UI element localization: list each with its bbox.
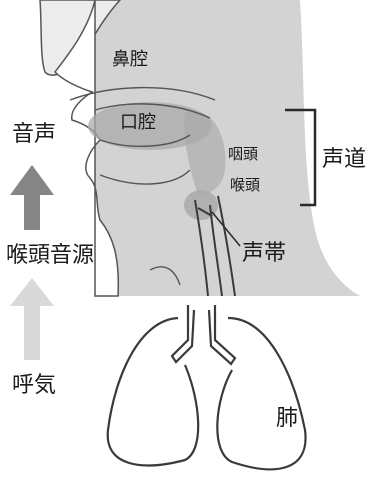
vocal-tract-label: 声道 xyxy=(322,149,366,171)
nasal-cavity-label: 鼻腔 xyxy=(112,51,148,69)
vocal-cords-label: 声帯 xyxy=(242,243,286,265)
lungs-label: 肺 xyxy=(276,408,298,430)
larynx-shape xyxy=(184,190,218,220)
breath-arrow xyxy=(10,278,54,360)
left-lung xyxy=(108,318,198,465)
voice-arrow xyxy=(10,165,54,230)
laryngeal-source-label: 喉頭音源 xyxy=(6,245,94,267)
voice-label: 音声 xyxy=(12,124,56,146)
right-lung xyxy=(217,318,305,469)
larynx-label: 喉頭 xyxy=(230,178,260,193)
pharynx-label: 咽頭 xyxy=(228,147,258,162)
lungs-illustration xyxy=(108,305,306,469)
exhalation-label: 呼気 xyxy=(12,375,56,397)
oral-cavity-label: 口腔 xyxy=(120,114,156,132)
